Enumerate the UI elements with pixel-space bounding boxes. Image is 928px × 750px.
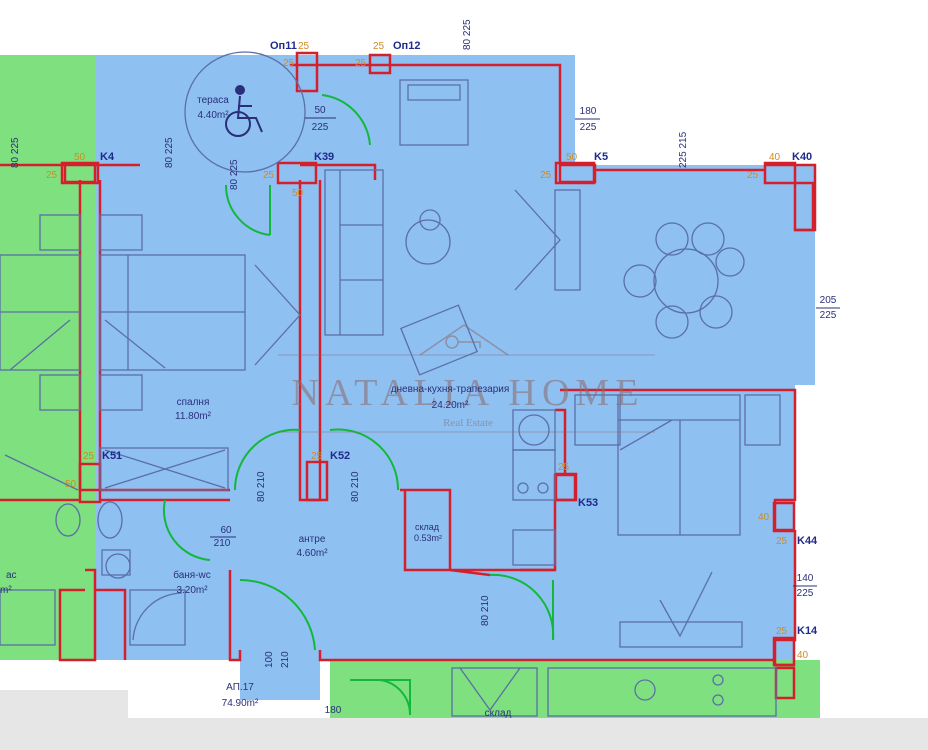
column-boxes	[60, 51, 815, 700]
w-label-20: 40	[797, 650, 809, 661]
wheelchair-icon	[225, 85, 263, 137]
room-name-storage: склад	[415, 522, 440, 532]
dimension-labels: 50 225 180 225 205 225 140 225 60 210 18…	[10, 19, 840, 716]
room-name-bath: баня-wc	[173, 569, 211, 581]
door-arcs	[162, 94, 555, 716]
w-label-4: 25	[355, 58, 367, 69]
dim-top-vert-3: 225 215	[678, 131, 689, 168]
dim-terrace-door-a: 180	[580, 106, 597, 117]
room-area-bath: 3.20m²	[176, 585, 208, 596]
dim-k52-door: 80 210	[350, 471, 361, 502]
dim-top-vert-2: 80 225	[10, 137, 21, 168]
dim-hall-door-b: 210	[280, 651, 291, 668]
w-label-15: 25	[311, 451, 323, 462]
dim-bath-door-b: 210	[214, 538, 231, 549]
w-label-5: 50	[74, 152, 86, 163]
column-label-k39: K39	[314, 151, 334, 163]
wall-thickness-labels: 25 25 25 25 50 25 25 50 50 25 40 25 25 5…	[46, 41, 809, 661]
w-label-6: 25	[46, 170, 58, 181]
dim-bed-door: 80 210	[256, 471, 267, 502]
apartment-name: АП.17	[226, 682, 254, 693]
room-name-bedroom: спалня	[177, 397, 210, 408]
dim-top-right-vert: 80 225	[462, 19, 473, 50]
dim-hall-door-a: 100	[264, 651, 275, 668]
w-label-9: 50	[566, 152, 578, 163]
column-label-k52: K52	[330, 450, 350, 462]
dim-terrace-vert: 80 225	[229, 159, 240, 190]
dim-top-window-a: 50	[314, 105, 326, 116]
column-label-on11: Оп11	[270, 40, 297, 52]
column-label-on12: Оп12	[393, 40, 420, 52]
dim-right-window-b: 225	[820, 310, 837, 321]
w-label-14: 50	[65, 479, 77, 490]
w-label-19: 25	[776, 626, 788, 637]
dim-right-lower-a: 140	[797, 573, 814, 584]
w-label-12: 25	[747, 170, 759, 181]
dim-terrace-door-b: 225	[580, 122, 597, 133]
dim-right-window-a: 205	[820, 295, 837, 306]
room-area-living: 24.20m²	[432, 400, 469, 411]
furniture	[0, 79, 781, 717]
w-label-10: 25	[540, 170, 552, 181]
room-name-living: дневна-кухня-трапезария	[391, 384, 510, 395]
room-name-neighbor-left: ас	[6, 570, 17, 581]
house-key-icon	[419, 324, 509, 356]
dim-bath-door-a: 60	[220, 525, 232, 536]
room-labels: тераса 4.40m² спалня 11.80m² дневна-кухн…	[0, 95, 512, 719]
column-label-k5: K5	[594, 151, 608, 163]
w-label-2: 25	[373, 41, 385, 52]
column-label-k14: K14	[797, 625, 818, 637]
room-area-bedroom: 11.80m²	[175, 411, 212, 422]
column-labels: Оп11 Оп12 K4 K39 K5 K40 K51 K52 K53 K44 …	[100, 40, 818, 637]
gray-bottom-left	[0, 690, 128, 720]
dim-top-vert-1: 80 225	[164, 137, 175, 168]
room-area-storage: 0.53m²	[414, 533, 442, 543]
column-label-k53: K53	[578, 497, 598, 509]
dim-right-lower-b: 225	[797, 588, 814, 599]
apartment-area	[95, 55, 815, 700]
w-label-7: 25	[263, 170, 275, 181]
room-name-hall: антре	[299, 534, 326, 545]
accessibility-circle	[184, 51, 306, 173]
w-label-16: 25	[558, 462, 570, 473]
room-area-hall: 4.60m²	[296, 548, 328, 559]
column-label-k4: K4	[100, 151, 115, 163]
room-area-terrace: 4.40m²	[197, 110, 229, 121]
dim-top-window-b: 225	[312, 122, 329, 133]
w-label-18: 25	[776, 536, 788, 547]
w-label-13: 25	[83, 451, 95, 462]
w-label-8: 50	[292, 188, 304, 199]
w-label-17: 40	[758, 512, 770, 523]
w-label-3: 25	[283, 58, 295, 69]
room-name-neighbor-storage: склад	[485, 708, 512, 719]
room-name-terrace: тераса	[197, 95, 229, 106]
column-label-k40: K40	[792, 151, 812, 163]
gray-bottom-strip	[0, 718, 928, 750]
column-label-k44: K44	[797, 535, 818, 547]
neighbor-bottom-area	[330, 660, 820, 720]
apartment-area: 74.90m²	[222, 698, 259, 709]
watermark-subtitle: Real Estate	[443, 417, 493, 429]
dim-bottom-180: 180	[325, 705, 342, 716]
w-label-11: 40	[769, 152, 781, 163]
w-label-1: 25	[298, 41, 310, 52]
watermark-brand: NATALIA HOME	[292, 372, 645, 414]
dim-living-door: 80 210	[480, 595, 491, 626]
room-area-neighbor-left: m²	[0, 585, 12, 596]
column-label-k51: K51	[102, 450, 122, 462]
